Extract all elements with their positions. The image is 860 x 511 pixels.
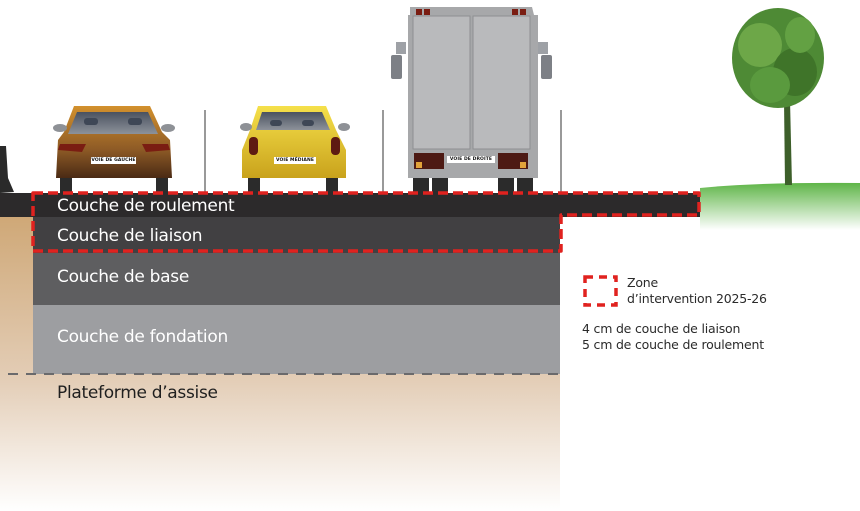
grass-verge xyxy=(700,182,860,230)
car-left xyxy=(53,106,175,193)
legend-zone-line2: d’intervention 2025-26 xyxy=(627,291,767,306)
layer-base xyxy=(33,253,560,305)
layer-liaison xyxy=(33,217,560,253)
label-base: Couche de base xyxy=(57,267,190,287)
layer-fondation xyxy=(33,305,560,374)
layer-roulement xyxy=(0,193,700,217)
label-fondation: Couche de fondation xyxy=(57,327,228,347)
plate-middle: VOIE MÉDIANE xyxy=(274,157,316,164)
label-roulement: Couche de roulement xyxy=(57,196,235,216)
legend-zone-line1: Zone xyxy=(627,275,659,290)
label-liaison: Couche de liaison xyxy=(57,226,203,246)
car-middle xyxy=(240,106,350,193)
legend-swatch-icon xyxy=(583,275,618,307)
label-plateforme: Plateforme d’assise xyxy=(57,383,218,403)
truck-right xyxy=(391,7,552,193)
legend-detail-line2: 5 cm de couche de roulement xyxy=(582,337,764,352)
curb xyxy=(0,146,14,193)
plate-right: VOIE DE DROITE xyxy=(447,156,495,163)
tree xyxy=(732,8,824,185)
plate-left: VOIE DE GAUCHE xyxy=(91,157,136,164)
intervention-zone-outline xyxy=(31,191,701,253)
legend-detail-line1: 4 cm de couche de liaison xyxy=(582,321,741,336)
